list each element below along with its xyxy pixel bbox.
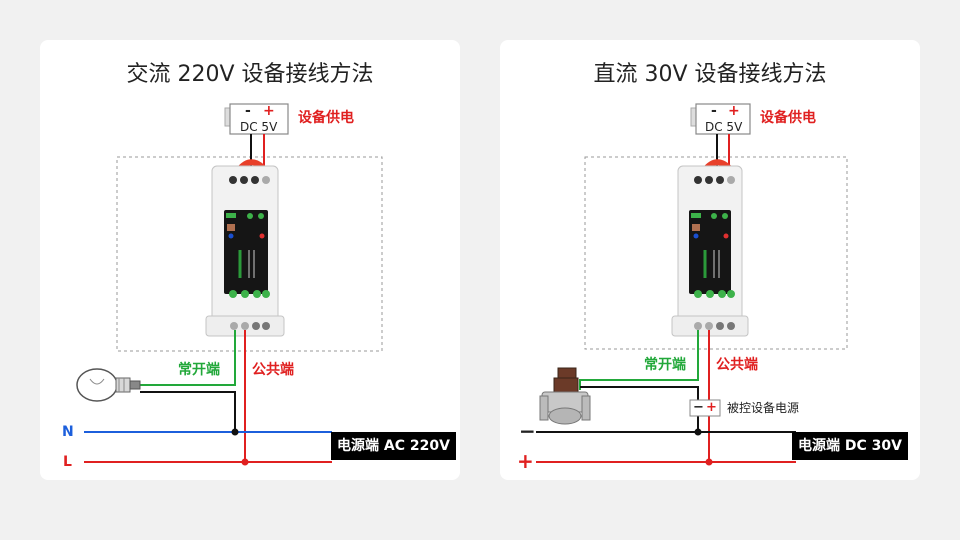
light-bulb-icon [76,368,141,402]
valve-return-wire [580,386,699,432]
supply-minus-sign: - [711,103,717,119]
supply-voltage-label: DC 5V [705,120,743,134]
positive-line-label: + [517,449,534,473]
enclosure-outline [116,156,383,352]
dc-wiring-diagram [536,103,848,466]
supply-plus-sign: + [728,103,740,119]
dc-supply-box [690,103,751,135]
ac-panel-title: 交流 220V 设备接线方法 [126,62,374,87]
junction-dot [241,458,249,466]
junction-dot [694,428,702,436]
relay-module [205,165,285,337]
solenoid-valve-icon [539,367,591,425]
power-source-label: 电源端 DC 30V [792,432,908,460]
negative-line-label: − [519,419,536,443]
controlled-power-box [689,399,721,417]
normally-open-label: 常开端 [178,362,220,378]
common-terminal-label: 公共端 [716,357,758,373]
junction-dot [231,428,239,436]
controlled-device-power-label: 被控设备电源 [727,401,800,415]
neutral-line-label: N [62,424,74,440]
enclosure-outline [584,156,848,350]
supply-voltage-label: DC 5V [240,120,278,134]
supply-plus-sign: + [263,103,275,119]
normally-open-label: 常开端 [644,357,686,373]
controlled-minus-sign: − [693,400,704,415]
controlled-plus-sign: + [706,400,717,415]
device-power-label: 设备供电 [298,110,354,126]
relay-module [671,165,749,337]
supply-minus-sign: - [245,103,251,119]
dc-wiring-panel: 直流 30V 设备接线方法 [500,40,920,480]
ac-wiring-panel: 交流 220V 设备接线方法 [40,40,460,480]
live-line-label: L [63,454,72,470]
junction-dot [705,458,713,466]
power-source-label: 电源端 AC 220V [331,432,456,460]
device-power-label: 设备供电 [760,110,816,126]
dc-supply-box [224,103,289,135]
ac-wiring-diagram [76,103,383,466]
neutral-return-wire [140,391,236,432]
common-terminal-label: 公共端 [252,362,294,378]
dc-panel-title: 直流 30V 设备接线方法 [593,62,827,87]
normally-open-wire [140,330,236,386]
normally-open-wire [579,330,699,390]
